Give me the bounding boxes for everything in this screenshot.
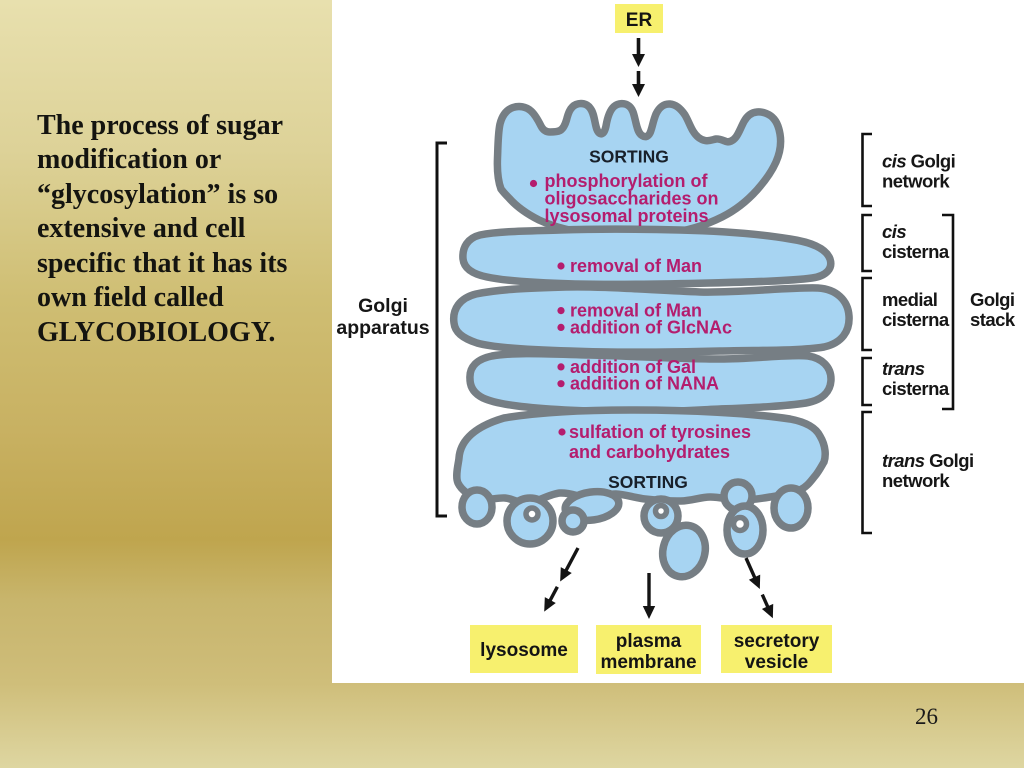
svg-text:Golgi: Golgi: [358, 295, 408, 317]
svg-text:cis: cis: [882, 221, 906, 242]
svg-text:SORTING: SORTING: [589, 147, 669, 167]
svg-text:Golgi: Golgi: [970, 289, 1015, 310]
svg-text:network: network: [882, 170, 950, 191]
svg-text:stack: stack: [970, 309, 1016, 330]
svg-text:SORTING: SORTING: [608, 472, 688, 492]
svg-text:secretory: secretory: [734, 631, 820, 652]
svg-text:removal of Man: removal of Man: [570, 256, 702, 276]
svg-text:cisterna: cisterna: [882, 309, 950, 330]
svg-text:lysosome: lysosome: [480, 640, 568, 661]
svg-text:sulfation of tyrosines: sulfation of tyrosines: [569, 422, 751, 442]
svg-text:addition of NANA: addition of NANA: [570, 374, 719, 394]
svg-text:phosphorylation of: phosphorylation of: [545, 171, 709, 191]
svg-text:addition of GlcNAc: addition of GlcNAc: [570, 317, 732, 337]
svg-text:cisterna: cisterna: [882, 378, 950, 399]
svg-text:membrane: membrane: [600, 652, 696, 673]
svg-text:trans: trans: [882, 358, 925, 379]
svg-text:cis Golgi: cis Golgi: [882, 150, 955, 171]
svg-text:removal of Man: removal of Man: [570, 301, 702, 321]
svg-text:cisterna: cisterna: [882, 241, 950, 262]
svg-text:addition of Gal: addition of Gal: [570, 357, 696, 377]
svg-text:apparatus: apparatus: [336, 317, 429, 339]
svg-text:plasma: plasma: [616, 631, 682, 652]
svg-text:oligosaccharides on: oligosaccharides on: [545, 189, 719, 209]
svg-text:and carbohydrates: and carbohydrates: [569, 442, 730, 462]
svg-text:ER: ER: [626, 10, 653, 31]
svg-text:lysosomal proteins: lysosomal proteins: [545, 206, 709, 226]
svg-text:network: network: [882, 470, 950, 491]
svg-text:medial: medial: [882, 289, 937, 310]
svg-text:vesicle: vesicle: [745, 652, 808, 673]
svg-text:trans Golgi: trans Golgi: [882, 450, 974, 471]
